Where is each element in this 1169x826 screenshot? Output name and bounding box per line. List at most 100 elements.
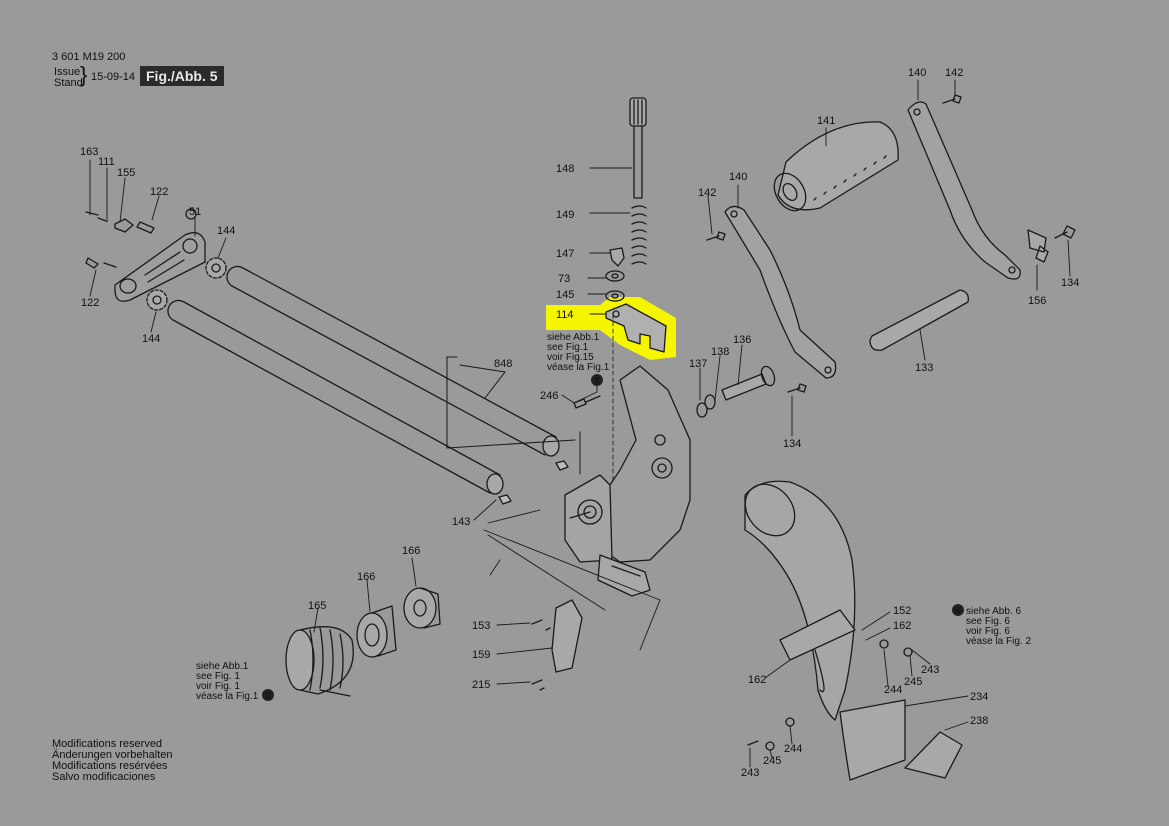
label-156: 156 (1028, 295, 1046, 307)
rod-133 (869, 289, 969, 351)
label-122: 122 (81, 297, 99, 309)
label-244: 244 (784, 743, 802, 755)
label-234: 234 (970, 691, 988, 703)
label-134: 134 (1061, 277, 1079, 289)
ref-marker-z: Z (591, 374, 603, 386)
label-245: 245 (904, 676, 922, 688)
svg-text:voir Fig. 6: voir Fig. 6 (966, 626, 1010, 637)
label-143: 143 (452, 516, 470, 528)
svg-text:véase la Fig.1: véase la Fig.1 (547, 362, 610, 373)
doc-number: 3 601 M19 200 (52, 51, 126, 63)
leader-lines (89, 79, 1071, 768)
label-165: 165 (308, 600, 326, 612)
stand-label: Stand (54, 77, 83, 89)
pin-136 (696, 365, 776, 418)
fork-plate-114 (605, 303, 667, 353)
label-134: 134 (783, 438, 801, 450)
label-243: 243 (741, 767, 759, 779)
label-137: 137 (689, 358, 707, 370)
rail-rods (167, 265, 569, 505)
label-163: 163 (80, 146, 98, 158)
brace: } (80, 62, 88, 87)
svg-text:véase la Fig. 2: véase la Fig. 2 (966, 636, 1031, 647)
dust-chute (744, 480, 856, 721)
screw-246 (573, 395, 601, 409)
plate-159 (551, 599, 583, 673)
svg-text:siehe Abb.1: siehe Abb.1 (547, 332, 600, 343)
label-166: 166 (357, 571, 375, 583)
ref-x-text: siehe Abb.1 see Fig. 1 voir Fig. 1 véase… (196, 661, 259, 702)
label-153: 153 (472, 620, 490, 632)
label-138: 138 (711, 346, 729, 358)
lever-140-left (724, 205, 837, 379)
bracket-156 (1027, 229, 1049, 263)
shield-234 (839, 699, 906, 781)
label-244: 244 (884, 684, 902, 696)
label-152: 152 (893, 605, 911, 617)
label-133: 133 (915, 362, 933, 374)
label-243: 243 (921, 664, 939, 676)
label-141: 141 (817, 115, 835, 127)
part-labels: 163 111 155 122 51 144 122 144 148 149 1… (80, 67, 1079, 779)
label-140: 140 (729, 171, 747, 183)
footer-line: Modifications reserved (52, 738, 163, 750)
footer-line: Modifications resérvées (52, 760, 168, 772)
svg-text:Z: Z (595, 377, 600, 386)
label-114: 114 (556, 309, 574, 321)
label-147: 147 (556, 248, 574, 260)
spindle-assembly (605, 97, 647, 302)
handle-141 (773, 121, 899, 212)
flap-238 (904, 731, 963, 779)
bearing-assembly (285, 587, 441, 697)
figure-label: Fig./Abb. 5 (140, 66, 224, 86)
label-155: 155 (117, 167, 135, 179)
svg-text:see Fig. 1: see Fig. 1 (196, 671, 240, 682)
label-144: 144 (142, 333, 160, 345)
label-215: 215 (472, 679, 490, 691)
ref-z-text: siehe Abb.1 see Fig.1 voir Fig.15 véase … (547, 332, 610, 373)
label-144: 144 (217, 225, 235, 237)
footer-line: Änderungen vorbehalten (52, 749, 173, 761)
label-142: 142 (945, 67, 963, 79)
ref-marker-x: X (262, 689, 274, 701)
label-245: 245 (763, 755, 781, 767)
label-162: 162 (748, 674, 766, 686)
star-knobs-144 (146, 257, 227, 311)
svg-text:siehe Abb. 6: siehe Abb. 6 (966, 606, 1021, 617)
end-bracket-51 (85, 208, 206, 302)
label-246: 246 (540, 390, 558, 402)
footer-notice: Modifications reserved Änderungen vorbeh… (52, 739, 172, 783)
label-162: 162 (893, 620, 911, 632)
ref-u-text: siehe Abb. 6 see Fig. 6 voir Fig. 6 véas… (966, 606, 1031, 647)
issue-label: Issue (54, 66, 81, 78)
label-51: 51 (189, 206, 201, 218)
main-casting (564, 365, 691, 597)
svg-text:U: U (955, 607, 961, 616)
label-149: 149 (556, 209, 574, 221)
svg-text:siehe Abb.1: siehe Abb.1 (196, 661, 249, 672)
svg-text:see Fig. 6: see Fig. 6 (966, 616, 1010, 627)
svg-text:voir Fig.15: voir Fig.15 (547, 352, 594, 363)
footer-line: Salvo modificaciones (52, 771, 156, 783)
label-122: 122 (150, 186, 168, 198)
svg-text:véase la Fig.1: véase la Fig.1 (196, 691, 259, 702)
label-148: 148 (556, 163, 574, 175)
label-238: 238 (970, 715, 988, 727)
svg-text:X: X (265, 692, 271, 701)
label-159: 159 (472, 649, 490, 661)
ref-marker-u: U (952, 604, 964, 616)
lever-140-right (907, 101, 1021, 280)
svg-text:voir Fig. 1: voir Fig. 1 (196, 681, 240, 692)
svg-text:see Fig.1: see Fig.1 (547, 342, 589, 353)
label-111: 111 (98, 156, 115, 168)
issue-date: 15-09-14 (91, 71, 136, 83)
label-73: 73 (558, 273, 570, 285)
part-114-highlight (546, 297, 676, 360)
label-140: 140 (908, 67, 926, 79)
label-166: 166 (402, 545, 420, 557)
label-145: 145 (556, 289, 574, 301)
label-848: 848 (494, 358, 512, 370)
label-142: 142 (698, 187, 716, 199)
label-136: 136 (733, 334, 751, 346)
